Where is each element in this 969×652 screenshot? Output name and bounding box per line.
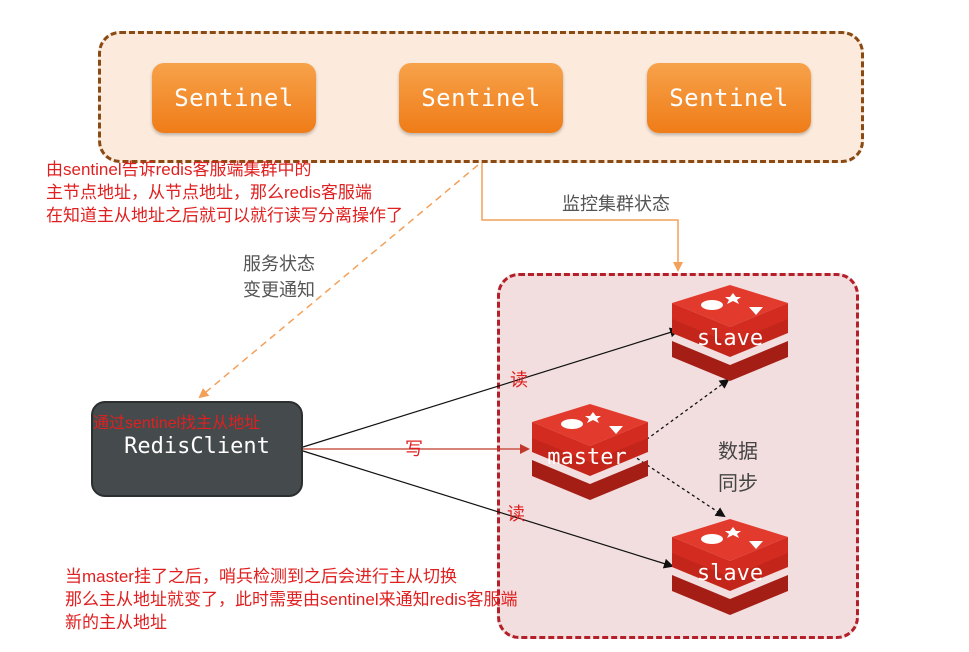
monitor-connector — [481, 163, 683, 272]
top-note: 由sentinel告诉redis客服端集群中的 主节点地址，从节点地址，那么re… — [46, 158, 403, 227]
monitor-label: 监控集群状态 — [562, 194, 670, 214]
read-top-connector — [302, 327, 680, 448]
redis-client-label: RedisClient — [124, 434, 270, 459]
redis-stack-icon — [672, 519, 788, 615]
top-note-line: 主节点地址，从节点地址，那么redis客服端 — [46, 183, 372, 202]
top-note-line: 在知道主从地址之后就可以就行读写分离操作了 — [46, 206, 403, 225]
service-change-line: 服务状态 — [243, 254, 315, 274]
top-note-line: 由sentinel告诉redis客服端集群中的 — [46, 160, 312, 179]
notify-connector — [198, 164, 479, 399]
redis-stack-icon — [672, 285, 788, 381]
slave-top-label: slave — [696, 326, 764, 351]
read-bottom-label: 读 — [507, 504, 525, 524]
sync-line: 数据 — [718, 441, 758, 463]
bottom-note-line: 当master挂了之后，哨兵检测到之后会进行主从切换 — [65, 567, 457, 586]
service-change-label: 服务状态 变更通知 — [243, 251, 315, 303]
bottom-note-line: 新的主从地址 — [65, 613, 167, 632]
write-label: 写 — [405, 439, 423, 459]
sentinel-node-1: Sentinel — [152, 63, 316, 133]
sync-label: 数据 同步 — [718, 436, 758, 500]
sentinel-node-2: Sentinel — [399, 63, 563, 133]
service-change-line: 变更通知 — [243, 280, 315, 300]
client-note: 通过sentinel找主从地址 — [93, 415, 261, 432]
redis-stack-icon — [532, 404, 648, 500]
read-bottom-connector — [302, 450, 674, 569]
slave-bottom-label: slave — [696, 561, 764, 586]
master-label: master — [547, 445, 627, 470]
bottom-note-line: 那么主从地址就变了，此时需要由sentinel来通知redis客服端 — [65, 590, 518, 609]
sentinel-node-3: Sentinel — [647, 63, 811, 133]
read-top-label: 读 — [510, 370, 528, 390]
redis-client-box — [91, 401, 303, 497]
sync-line: 同步 — [718, 473, 758, 495]
bottom-note: 当master挂了之后，哨兵检测到之后会进行主从切换 那么主从地址就变了，此时需… — [65, 565, 517, 634]
